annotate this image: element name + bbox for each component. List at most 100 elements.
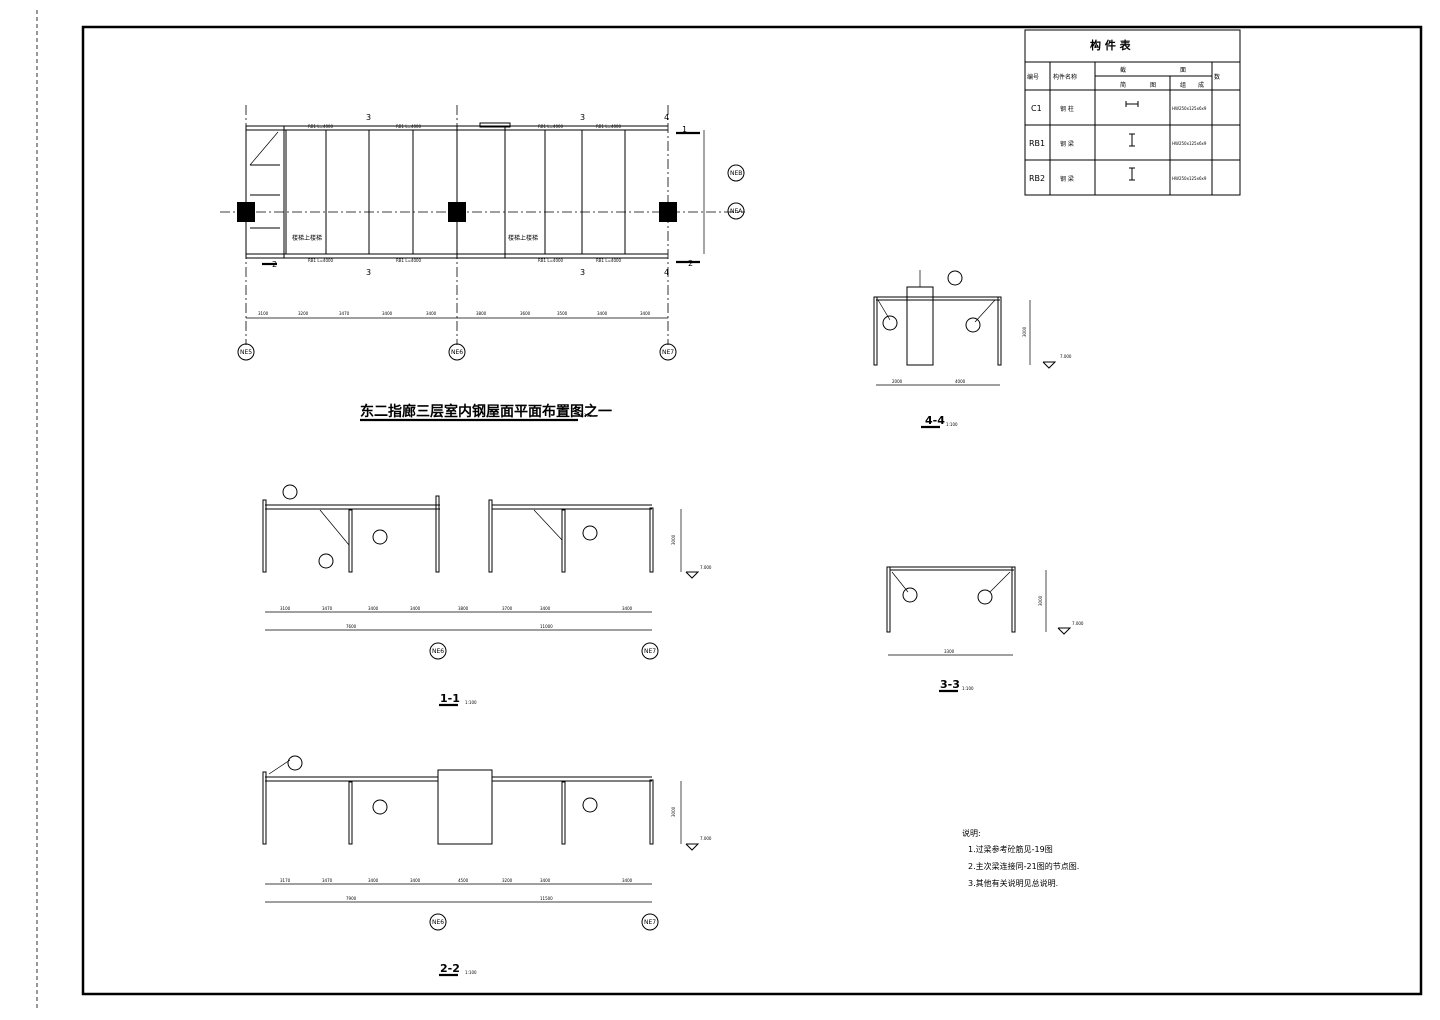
note-item: 3.其他有关说明见总说明.: [968, 878, 1058, 888]
svg-text:3400: 3400: [368, 606, 379, 611]
svg-text:4: 4: [664, 113, 669, 122]
plan-scale: 1:100: [580, 413, 592, 418]
svg-text:4000: 4000: [955, 379, 966, 384]
svg-text:钢 柱: 钢 柱: [1060, 105, 1074, 113]
table-row-id: C1: [1031, 104, 1042, 113]
svg-text:1:100: 1:100: [946, 422, 958, 427]
notes-title: 说明:: [962, 828, 981, 838]
svg-text:编号: 编号: [1027, 73, 1039, 81]
axis-bubble-ne5: NE5: [237, 343, 255, 361]
svg-text:3100: 3100: [258, 311, 269, 316]
section-marks: 3 3 4 3 3 4 2 1 2: [272, 113, 693, 277]
svg-text:NE5: NE5: [240, 349, 252, 356]
svg-text:RB1 L=4000: RB1 L=4000: [396, 124, 422, 129]
svg-text:3000: 3000: [671, 534, 676, 545]
section-4-4-title: 4-4: [925, 414, 945, 427]
svg-text:3200: 3200: [298, 311, 309, 316]
column-c1: [448, 202, 466, 222]
svg-text:3: 3: [366, 268, 371, 277]
section-4-4: 3000 7.000 2000 4000 4-4 1:100: [873, 270, 1072, 429]
svg-text:RB1 L=4000: RB1 L=4000: [308, 124, 334, 129]
member-table: 构 件 表 编号 构件名称 截 面 数 简 图 组 成 C1 钢 柱 HW250…: [1024, 29, 1241, 196]
svg-text:7.000: 7.000: [700, 565, 712, 570]
drawing-border: [81, 25, 1423, 996]
svg-text:3800: 3800: [476, 311, 487, 316]
svg-text:3700: 3700: [502, 606, 513, 611]
section-1-1-dims: 3100 3470 3400 3400 3800 3700 3400 3400 …: [280, 606, 633, 629]
small-lintel: [479, 122, 511, 128]
column-c1: [237, 202, 255, 222]
center-column: [906, 286, 934, 366]
section-1-1: 3000 7.000 3100 3470 3400 3400 3800 3700…: [262, 484, 712, 707]
svg-text:3: 3: [366, 113, 371, 122]
svg-text:NEA: NEA: [730, 208, 743, 215]
notes: 说明: 1.过梁参考砼筋见-19图 2.主次梁连接同-21图的节点图. 3.其他…: [962, 828, 1079, 888]
svg-text:截: 截: [1120, 66, 1126, 74]
svg-text:构件名称: 构件名称: [1053, 73, 1077, 81]
table-title: 构 件 表: [1090, 38, 1132, 52]
svg-text:3000: 3000: [1022, 326, 1027, 337]
section-2-2-title: 2-2: [440, 962, 460, 975]
svg-text:11500: 11500: [540, 896, 553, 901]
svg-text:7.000: 7.000: [1072, 621, 1084, 626]
axis-bubble-ne7: NE7: [659, 343, 677, 361]
section-columns: [262, 771, 654, 845]
svg-text:NE7: NE7: [644, 919, 656, 926]
column-c1: [659, 202, 677, 222]
svg-text:3400: 3400: [540, 878, 551, 883]
section-3-3: 3000 7.000 3300 3-3 1:100: [886, 566, 1084, 693]
svg-text:成: 成: [1198, 81, 1204, 89]
opening-box: [437, 769, 493, 845]
svg-text:3600: 3600: [520, 311, 531, 316]
note-item: 1.过梁参考砼筋见-19图: [968, 844, 1053, 854]
svg-text:RB1 L=4000: RB1 L=4000: [396, 258, 422, 263]
svg-text:3470: 3470: [322, 606, 333, 611]
svg-text:NE7: NE7: [662, 349, 674, 356]
svg-text:3400: 3400: [410, 606, 421, 611]
svg-text:NE6: NE6: [432, 919, 444, 926]
svg-text:4500: 4500: [458, 878, 469, 883]
section-2-2: 3000 7.000 3170 3470 3400 3400 4500 3200…: [262, 755, 712, 977]
axis-bubble-neb: NEB: [727, 164, 745, 182]
section-1-1-title: 1-1: [440, 692, 460, 705]
section-3-3-title: 3-3: [940, 678, 960, 691]
svg-text:3000: 3000: [671, 806, 676, 817]
svg-text:3400: 3400: [382, 311, 393, 316]
svg-text:4: 4: [664, 268, 669, 277]
plan-dims: 3100 3200 3470 3400 3400 3800 3600 3500 …: [258, 311, 651, 316]
svg-text:1: 1: [682, 125, 687, 134]
svg-text:3400: 3400: [410, 878, 421, 883]
svg-text:7900: 7900: [346, 896, 357, 901]
stair-note: 楼梯上楼梯: [292, 234, 322, 242]
table-row-id: RB2: [1029, 174, 1045, 183]
section-2-2-dims: 3170 3470 3400 3400 4500 3200 3400 3400 …: [280, 878, 633, 901]
svg-text:1:100: 1:100: [465, 700, 477, 705]
svg-text:面: 面: [1180, 67, 1186, 74]
svg-text:3100: 3100: [280, 606, 291, 611]
table-row-id: RB1: [1029, 139, 1045, 148]
svg-text:3400: 3400: [368, 878, 379, 883]
svg-text:7.000: 7.000: [1060, 354, 1072, 359]
secondary-beams: [285, 130, 626, 254]
svg-text:RB1 L=4000: RB1 L=4000: [538, 258, 564, 263]
svg-text:3500: 3500: [557, 311, 568, 316]
svg-text:3000: 3000: [1038, 595, 1043, 606]
svg-text:3800: 3800: [458, 606, 469, 611]
plan-title: 东二指廊三层室内钢屋面平面布置图之一: [360, 403, 612, 420]
svg-text:2: 2: [688, 259, 693, 268]
svg-text:RB1 L=4000: RB1 L=4000: [596, 124, 622, 129]
svg-text:3170: 3170: [280, 878, 291, 883]
svg-text:RB1 L=4000: RB1 L=4000: [596, 258, 622, 263]
svg-text:HW250x125x6x9: HW250x125x6x9: [1172, 106, 1207, 111]
svg-text:组: 组: [1180, 81, 1186, 89]
svg-text:1:100: 1:100: [962, 686, 974, 691]
svg-text:RB1 L=4000: RB1 L=4000: [538, 124, 564, 129]
svg-text:3400: 3400: [622, 606, 633, 611]
svg-text:数: 数: [1214, 73, 1220, 81]
svg-text:简: 简: [1120, 81, 1126, 89]
svg-text:3400: 3400: [622, 878, 633, 883]
stair-well: [245, 125, 285, 259]
stair-note: 楼梯上楼梯: [508, 234, 538, 242]
